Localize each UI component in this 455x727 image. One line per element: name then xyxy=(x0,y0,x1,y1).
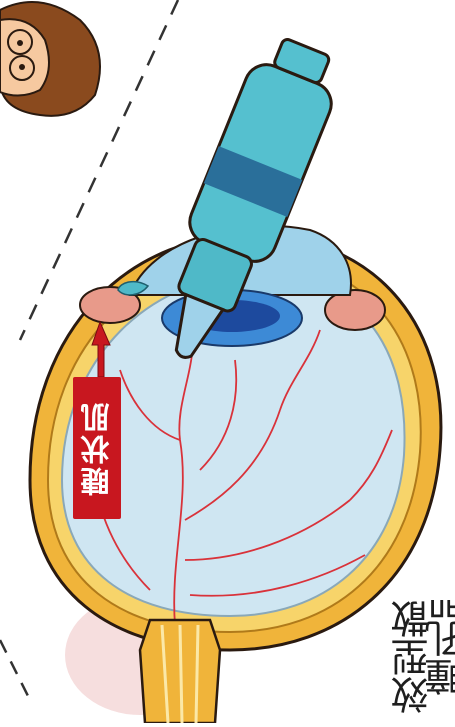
side-caption-line-2: 效型散 xyxy=(385,600,440,714)
dashed-divider-bottom xyxy=(0,640,30,700)
ciliary-muscle-label: 睫状肌 xyxy=(73,377,121,519)
person-face-illustration xyxy=(0,2,100,116)
side-caption: 瞳孔肌 效型散 xyxy=(385,600,455,723)
ciliary-muscle-label-text: 睫状肌 xyxy=(76,400,118,496)
